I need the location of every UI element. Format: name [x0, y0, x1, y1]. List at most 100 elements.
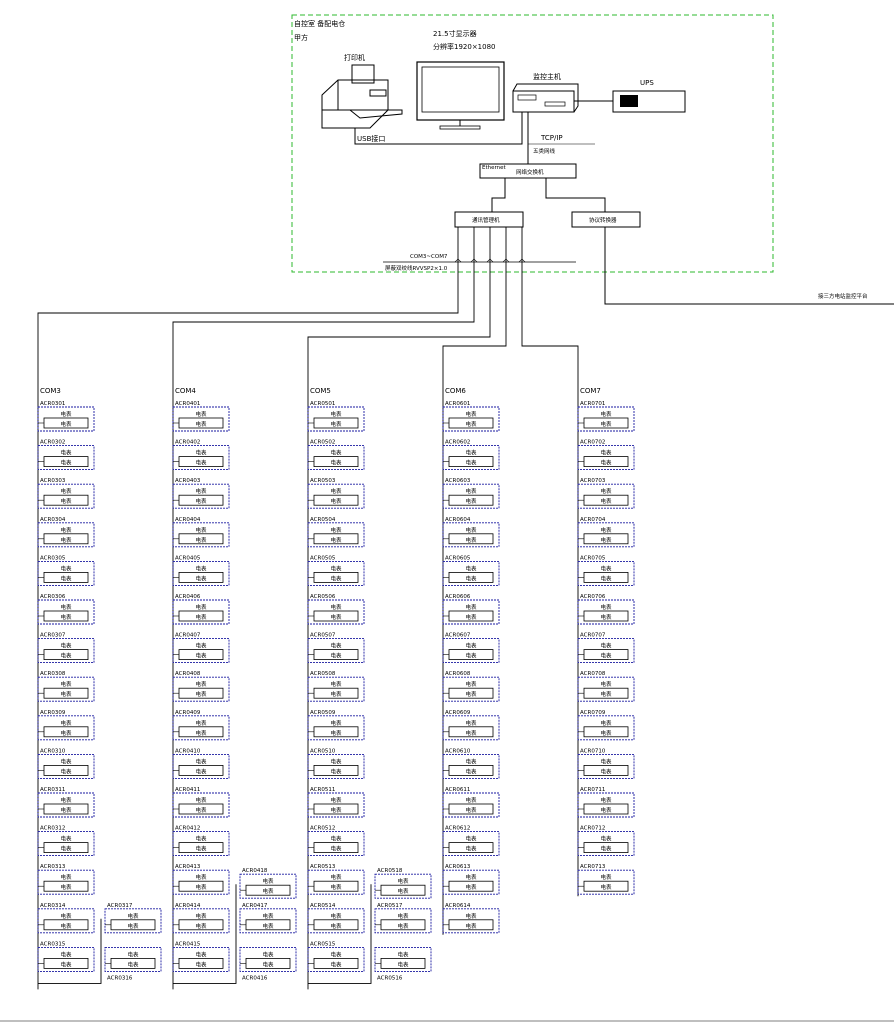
- meter-id-label: ACR0711: [580, 787, 605, 793]
- sub-trunk-line: [173, 884, 237, 984]
- meter-top-label: 电表: [397, 912, 409, 920]
- meter-frame: [37, 869, 95, 895]
- meter-top-label: 电表: [195, 912, 207, 920]
- sub-trunk-line: [308, 884, 372, 984]
- meter-inner-label: 电表: [195, 613, 207, 621]
- meter-frame: [577, 676, 635, 702]
- com-port-label: COM4: [175, 387, 196, 395]
- meter-id-label: ACR0407: [175, 633, 201, 639]
- meter-top-label: 电表: [330, 603, 342, 611]
- meter-frame: [172, 406, 230, 432]
- meter-frame: [307, 908, 365, 934]
- meter-id-label: ACR0309: [40, 710, 66, 716]
- meter-inner-label: 电表: [60, 536, 72, 544]
- meter-id-label: ACR0504: [310, 517, 336, 523]
- meter-inner-label: 电表: [600, 806, 612, 814]
- meter-frame: [442, 445, 500, 471]
- meter-id-label: ACR0314: [40, 903, 66, 909]
- meter-inner-label: 电表: [60, 845, 72, 853]
- meter-frame: [307, 753, 365, 779]
- meter-top-label: 电表: [600, 487, 612, 495]
- meter-inner-label: 电表: [262, 887, 274, 895]
- meter-top-label: 电表: [465, 757, 477, 765]
- meter-top-label: 电表: [465, 719, 477, 727]
- meter-frame: [442, 599, 500, 625]
- meter-frame: [37, 792, 95, 818]
- meter-inner-label: 电表: [330, 690, 342, 698]
- meter-top-label: 电表: [465, 835, 477, 843]
- meter-top-label: 电表: [60, 835, 72, 843]
- meter-frame: [37, 483, 95, 509]
- meter-inner-label: 电表: [330, 536, 342, 544]
- meter-frame: [172, 753, 230, 779]
- meter-inner-label: 电表: [330, 806, 342, 814]
- meter-top-label: 电表: [465, 449, 477, 457]
- meter-top-label: 电表: [195, 564, 207, 572]
- meter-top-label: 电表: [262, 912, 274, 920]
- meter-top-label: 电表: [600, 719, 612, 727]
- meter-frame: [442, 483, 500, 509]
- meter-id-label: ACR0405: [175, 555, 201, 561]
- meter-inner-label: 电表: [397, 887, 409, 895]
- meter-id-label: ACR0403: [175, 478, 201, 484]
- meter-top-label: 电表: [600, 796, 612, 804]
- meter-frame: [172, 946, 230, 972]
- meter-inner-label: 电表: [262, 922, 274, 930]
- meter-frame: [307, 831, 365, 857]
- meter-inner-label: 电表: [60, 459, 72, 467]
- meter-id-label: ACR0708: [580, 671, 606, 677]
- tcpip-label: TCP/IP: [540, 134, 563, 142]
- meter-inner-label: 电表: [195, 806, 207, 814]
- meter-frame: [172, 715, 230, 741]
- meter-top-label: 电表: [195, 719, 207, 727]
- switch-comm-link: [491, 178, 506, 212]
- meter-frame: [307, 483, 365, 509]
- meter-inner-label: 电表: [330, 767, 342, 775]
- meter-top-label: 电表: [195, 796, 207, 804]
- meter-top-label: 电表: [397, 950, 409, 958]
- meter-top-label: 电表: [465, 873, 477, 881]
- meter-inner-label: 电表: [60, 883, 72, 891]
- meter-id-label: ACR0515: [310, 941, 336, 947]
- bus-tick: [470, 258, 478, 263]
- meter-id-label: ACR0517: [377, 903, 403, 909]
- meter-inner-label: 电表: [330, 922, 342, 930]
- meter-inner-label: 电表: [195, 574, 207, 582]
- meter-frame: [577, 715, 635, 741]
- meter-top-label: 电表: [60, 564, 72, 572]
- meter-top-label: 电表: [465, 526, 477, 534]
- meter-id-label: ACR0606: [445, 594, 471, 600]
- meter-top-label: 电表: [330, 873, 342, 881]
- meter-inner-label: 电表: [465, 690, 477, 698]
- meter-top-label: 电表: [330, 757, 342, 765]
- meter-inner-label: 电表: [60, 420, 72, 428]
- meter-inner-label: 电表: [600, 767, 612, 775]
- meter-inner-label: 电表: [465, 574, 477, 582]
- meter-id-label: ACR0416: [242, 975, 268, 981]
- meter-top-label: 电表: [465, 487, 477, 495]
- meter-id-label: ACR0703: [580, 478, 606, 484]
- meter-top-label: 电表: [60, 526, 72, 534]
- meter-top-label: 电表: [600, 680, 612, 688]
- meter-inner-label: 电表: [600, 536, 612, 544]
- external-label: 接三方电站监控平台: [818, 292, 868, 300]
- meter-top-label: 电表: [60, 950, 72, 958]
- meter-id-label: ACR0510: [310, 748, 336, 754]
- meter-id-label: ACR0310: [40, 748, 66, 754]
- meter-frame: [37, 715, 95, 741]
- meter-inner-label: 电表: [195, 883, 207, 891]
- host-label: 监控主机: [533, 72, 561, 81]
- meter-inner-label: 电表: [60, 729, 72, 737]
- printer-label: 打印机: [344, 53, 365, 62]
- main-switch-label: 网络交换机: [516, 168, 544, 176]
- meter-id-label: ACR0710: [580, 748, 606, 754]
- monitor-resolution: 分辨率1920×1080: [433, 42, 496, 51]
